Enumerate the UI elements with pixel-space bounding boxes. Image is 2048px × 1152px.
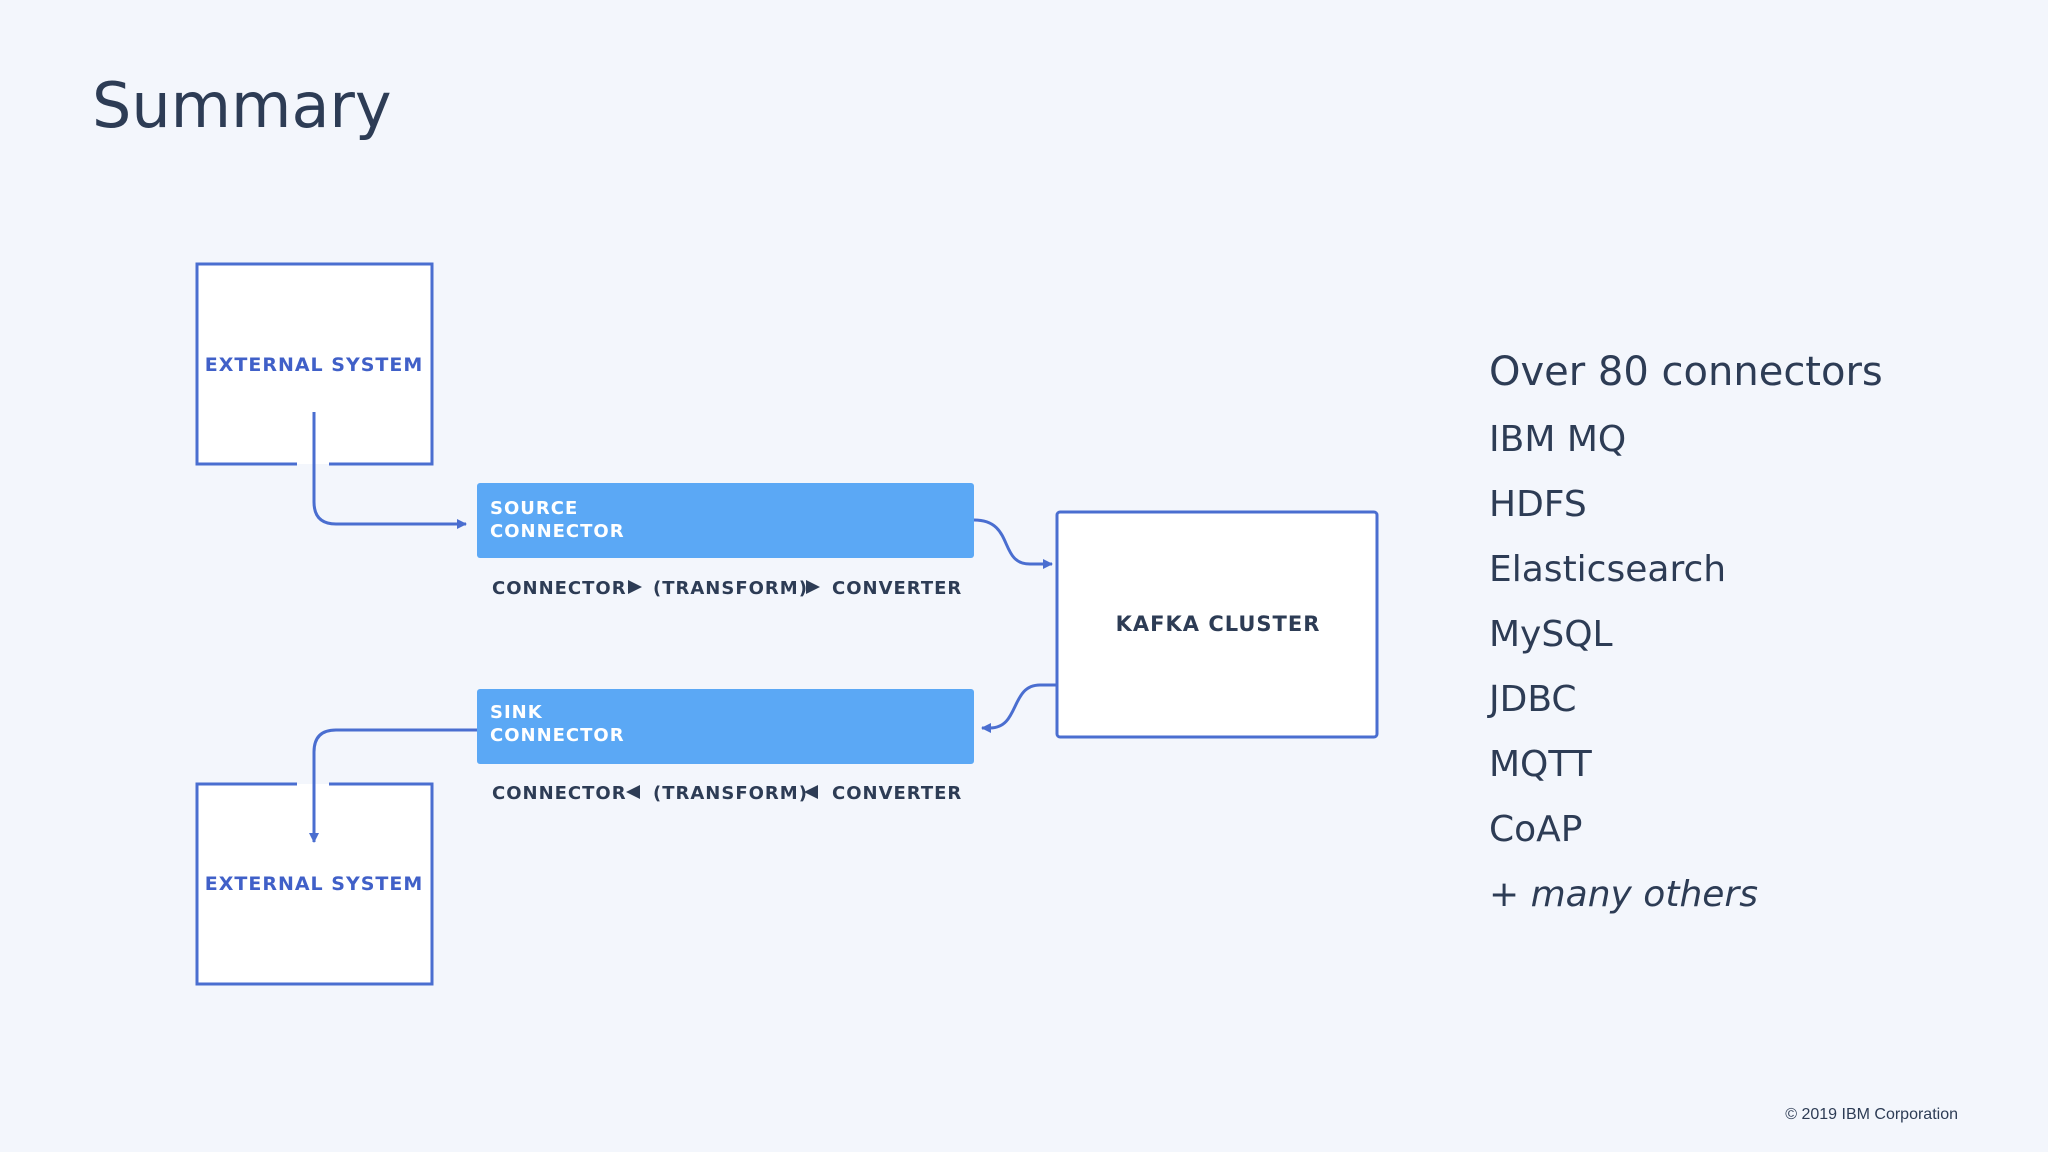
flow-arrow-external-to-source bbox=[312, 412, 467, 529]
source-connector: SOURCE CONNECTOR bbox=[477, 483, 974, 558]
pipeline-arrow-left-icon bbox=[804, 785, 818, 799]
source-pipeline: CONNECTOR (TRANSFORM) CONVERTER bbox=[492, 578, 962, 599]
flow-arrow-sink-to-external bbox=[309, 728, 477, 843]
sink-pipeline-connector: CONNECTOR bbox=[492, 783, 627, 804]
connector-item-jdbc: JDBC bbox=[1489, 679, 1577, 720]
connector-item-others: + many others bbox=[1489, 874, 1758, 915]
pipeline-arrow-left-icon bbox=[626, 785, 640, 799]
sink-pipeline-converter: CONVERTER bbox=[832, 783, 962, 804]
pipeline-arrow-right-icon bbox=[628, 580, 642, 594]
sink-pipeline: CONNECTOR (TRANSFORM) CONVERTER bbox=[492, 783, 962, 804]
sink-connector-bar bbox=[477, 689, 974, 764]
sink-connector-label-line2: CONNECTOR bbox=[490, 725, 625, 746]
kafka-cluster-box bbox=[1055, 510, 1379, 739]
copyright-notice: © 2019 IBM Corporation bbox=[1785, 1106, 1958, 1123]
kafka-cluster: KAFKA CLUSTER bbox=[1055, 510, 1379, 739]
source-pipeline-transform: (TRANSFORM) bbox=[653, 578, 808, 599]
sink-connector-label-line1: SINK bbox=[490, 702, 543, 723]
external-system-top-label: EXTERNAL SYSTEM bbox=[205, 354, 424, 376]
source-pipeline-converter: CONVERTER bbox=[832, 578, 962, 599]
source-connector-bar bbox=[477, 483, 974, 558]
external-system-bottom: EXTERNAL SYSTEM bbox=[195, 782, 434, 986]
external-system-top: EXTERNAL SYSTEM bbox=[195, 262, 434, 466]
flow-arrow-kafka-to-sink bbox=[981, 683, 1057, 733]
connector-item-hdfs: HDFS bbox=[1489, 484, 1587, 525]
connector-item-mysql: MySQL bbox=[1489, 614, 1613, 655]
sink-pipeline-transform: (TRANSFORM) bbox=[653, 783, 808, 804]
connector-item-mqtt: MQTT bbox=[1489, 744, 1592, 785]
source-pipeline-connector: CONNECTOR bbox=[492, 578, 627, 599]
kafka-cluster-label: KAFKA CLUSTER bbox=[1116, 612, 1321, 636]
connector-item-coap: CoAP bbox=[1489, 809, 1583, 850]
flow-arrow-source-to-kafka bbox=[973, 518, 1053, 569]
external-system-bottom-label: EXTERNAL SYSTEM bbox=[205, 873, 424, 895]
pipeline-arrow-right-icon bbox=[806, 580, 820, 594]
source-connector-label-line2: CONNECTOR bbox=[490, 521, 625, 542]
external-system-top-box bbox=[195, 262, 434, 466]
connector-item-ibm-mq: IBM MQ bbox=[1489, 419, 1627, 460]
connector-list: Over 80 connectors IBM MQ HDFS Elasticse… bbox=[1489, 337, 1883, 927]
slide-title: Summary bbox=[92, 69, 392, 142]
source-connector-label-line1: SOURCE bbox=[490, 498, 578, 519]
connector-list-heading: Over 80 connectors bbox=[1489, 349, 1883, 395]
sink-connector: SINK CONNECTOR bbox=[477, 689, 974, 764]
external-system-bottom-box bbox=[195, 782, 434, 986]
connector-item-elasticsearch: Elasticsearch bbox=[1489, 549, 1727, 590]
